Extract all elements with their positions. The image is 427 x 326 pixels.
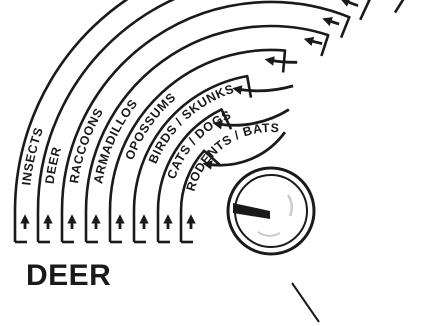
- selector-knob[interactable]: [228, 168, 314, 254]
- selected-animal-label: DEER: [26, 259, 111, 293]
- frequency-bands: INSECTSDEERRACCOONSARMADILLOSOPOSSUMSBIR…: [15, 0, 427, 242]
- ring-arrow: [236, 86, 293, 91]
- ring-arrow: [268, 60, 297, 62]
- ring-arrow: [307, 40, 322, 44]
- leader-line: [292, 283, 319, 322]
- ring-label: INSECTS: [19, 125, 46, 186]
- ring-arrow: [344, 0, 359, 6]
- ring-arrow: [326, 20, 339, 24]
